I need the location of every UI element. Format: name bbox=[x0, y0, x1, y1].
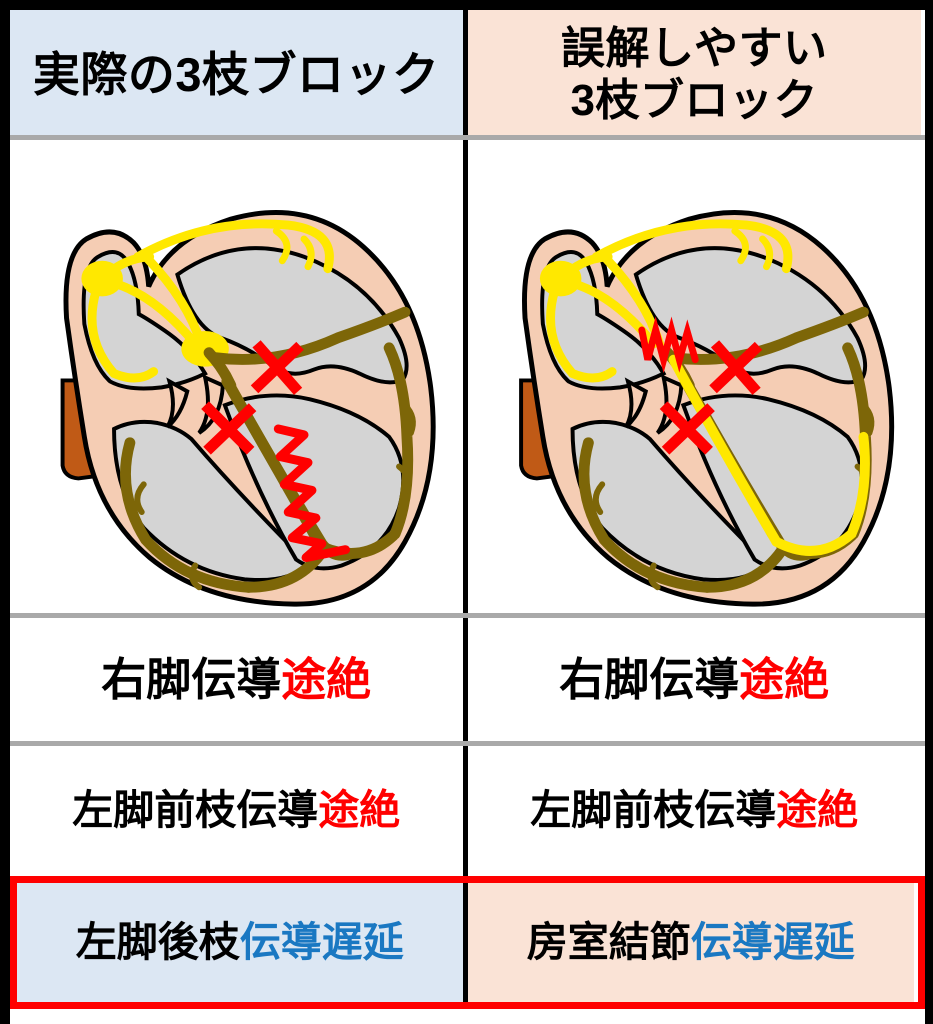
conduction-delay-zigzag bbox=[273, 424, 351, 563]
statement-status: 途絶 bbox=[318, 787, 401, 834]
header-cell-misleading: 誤解しやすい 3枝ブロック bbox=[463, 10, 921, 140]
highlighted-statement-row: 左脚後枝伝導遅延 房室結節伝導遅延 bbox=[10, 876, 925, 1009]
statement-cell-misleading-3: 房室結節伝導遅延 bbox=[463, 883, 914, 1002]
la-branch-1 bbox=[730, 227, 749, 265]
statement-subject: 右脚伝導 bbox=[559, 653, 740, 705]
statement-cell-actual-1: 右脚伝導途絶 bbox=[10, 618, 468, 741]
av-node-delay-zigzag bbox=[637, 316, 699, 374]
statement-status: 途絶 bbox=[281, 653, 372, 705]
comparison-grid: 実際の3枝ブロック 誤解しやすい 3枝ブロック bbox=[10, 10, 925, 1024]
heart-diagram-misleading bbox=[518, 210, 894, 607]
statement-text: 右脚伝導途絶 bbox=[101, 655, 371, 705]
yellow-apex-purkinje bbox=[770, 431, 870, 556]
statement-cell-misleading-2: 左脚前枝伝導途絶 bbox=[463, 746, 921, 876]
statement-text: 右脚伝導途絶 bbox=[559, 655, 829, 705]
conduction-olive-left-twigs bbox=[134, 402, 416, 591]
block-marker-left-anterior-fascicle bbox=[201, 401, 257, 455]
statement-subject: 左脚前枝伝導 bbox=[530, 787, 777, 834]
block-marker-right-bundle bbox=[250, 340, 304, 395]
internodal-tract-lower bbox=[87, 285, 159, 383]
statement-cell-actual-3: 左脚後枝伝導遅延 bbox=[17, 883, 468, 1002]
statement-status: 伝導遅延 bbox=[690, 918, 855, 965]
statement-cell-actual-2: 左脚前枝伝導途絶 bbox=[10, 746, 468, 876]
twig-4 bbox=[647, 562, 661, 591]
header-row: 実際の3枝ブロック 誤解しやすい 3枝ブロック bbox=[10, 10, 925, 140]
twig-4 bbox=[189, 562, 203, 591]
la-branch-2 bbox=[758, 235, 773, 271]
purkinje-rv-lower bbox=[701, 544, 788, 593]
statement-row-1: 右脚伝導途絶 右脚伝導途絶 bbox=[10, 618, 925, 746]
block-marker-left-anterior-fascicle bbox=[659, 401, 715, 455]
right-bundle-branch bbox=[209, 306, 411, 365]
figure-cell-misleading bbox=[463, 140, 921, 613]
purkinje-lateral-left bbox=[383, 342, 414, 540]
statement-text: 左脚後枝伝導遅延 bbox=[75, 918, 404, 965]
block-marker-right-bundle bbox=[708, 340, 762, 395]
statement-text: 左脚前枝伝導途絶 bbox=[72, 788, 400, 833]
la-branch-2 bbox=[300, 235, 315, 271]
figure-cell-actual bbox=[10, 140, 468, 613]
bachmann-bundle bbox=[133, 219, 334, 274]
figure-row bbox=[10, 140, 925, 618]
sa-node-icon bbox=[81, 260, 123, 297]
internodal-tract-lower bbox=[545, 285, 617, 383]
statement-status: 途絶 bbox=[739, 653, 830, 705]
statement-cell-misleading-1: 右脚伝導途絶 bbox=[463, 618, 921, 741]
twig-3 bbox=[592, 481, 605, 516]
twig-1 bbox=[401, 402, 416, 436]
statement-subject: 房室結節 bbox=[526, 918, 691, 965]
purkinje-rv-wall bbox=[120, 437, 255, 593]
valve-leaflets bbox=[623, 374, 683, 435]
conduction-path-preserved bbox=[668, 354, 870, 556]
left-atrium-chamber bbox=[175, 246, 409, 385]
yellow-posterior-fascicle bbox=[668, 354, 781, 547]
statement-status: 伝導遅延 bbox=[239, 918, 404, 965]
la-branch-1 bbox=[272, 227, 291, 265]
twig-2 bbox=[396, 463, 411, 496]
statement-subject: 左脚前枝伝導 bbox=[72, 787, 319, 834]
statement-row-2: 左脚前枝伝導途絶 左脚前枝伝導途絶 bbox=[10, 746, 925, 876]
heart-diagram-actual bbox=[60, 210, 436, 607]
header-cell-actual: 実際の3枝ブロック bbox=[10, 10, 468, 140]
sa-node-icon bbox=[539, 260, 581, 297]
valve-leaflets bbox=[165, 374, 225, 435]
statement-status: 途絶 bbox=[776, 787, 859, 834]
right-bundle-branch bbox=[667, 306, 869, 365]
conduction-yellow-right-extra bbox=[730, 227, 773, 271]
statement-subject: 右脚伝導 bbox=[101, 653, 282, 705]
bachmann-bundle bbox=[591, 219, 792, 274]
statement-subject: 左脚後枝 bbox=[75, 918, 240, 965]
statement-text: 左脚前枝伝導途絶 bbox=[530, 788, 858, 833]
conduction-yellow-left-extra bbox=[272, 227, 315, 271]
twig-3 bbox=[134, 481, 147, 516]
header-title-misleading: 誤解しやすい 3枝ブロック bbox=[560, 24, 828, 125]
twig-1 bbox=[859, 402, 874, 436]
header-title-actual: 実際の3枝ブロック bbox=[32, 47, 440, 101]
statement-text: 房室結節伝導遅延 bbox=[526, 918, 855, 965]
purkinje-rv-wall bbox=[578, 437, 713, 593]
